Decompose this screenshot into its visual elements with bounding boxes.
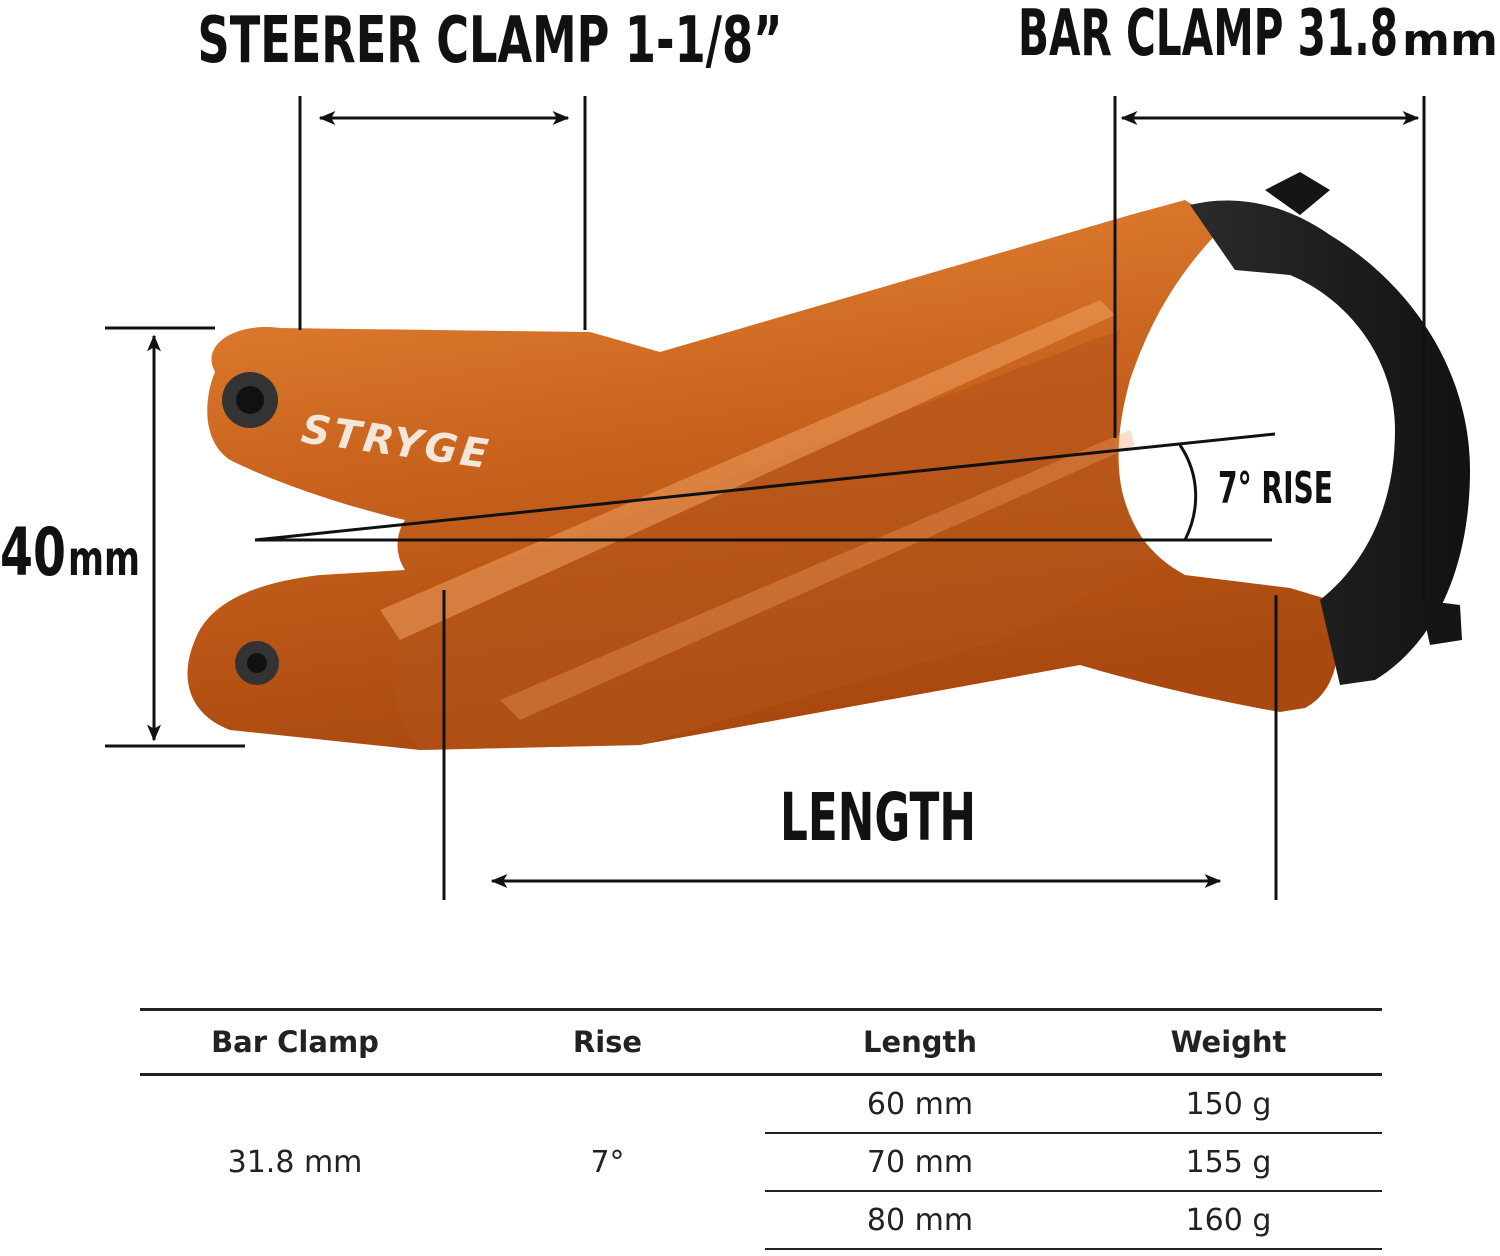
bar-clamp-unit: mm [1402,15,1498,66]
header-weight: Weight [1075,1008,1382,1076]
length-label: LENGTH [780,779,976,856]
steerer-clamp-label: STEERER CLAMP 1-1/8” [198,4,783,78]
rise-cell: 7° [590,1145,625,1180]
steerer-clamp-dimension: STEERER CLAMP 1-1/8” [198,4,783,330]
rise-label: 7° RISE [1218,463,1333,514]
header-bar-clamp: Bar Clamp [140,1008,450,1076]
header-rise: Rise [450,1008,765,1076]
stack-height-dimension: 40 mm [0,326,245,748]
header-length: Length [765,1008,1075,1076]
bar-clamp-dimension: BAR CLAMP 31.8 mm [1018,0,1498,600]
table-row: 31.8 mm 7° 60 mm 150 g [140,1074,1382,1180]
length-cell: 80 mm [765,1191,1075,1250]
stem-dimension-diagram: STRYGE STEERER CLAMP 1-1/8” BAR CLAMP 31… [0,0,1498,900]
bar-clamp-label: BAR CLAMP 31.8 [1018,0,1398,71]
length-cell: 60 mm [765,1074,1075,1134]
length-dimension: LENGTH [442,590,1278,900]
rise-angle-indicator: 7° RISE [254,432,1333,542]
table-row: 70 mm 155 g [140,1133,1382,1192]
stack-height-unit: mm [68,531,140,587]
table-row: 80 mm 160 g [140,1191,1382,1250]
weight-cell: 160 g [1075,1191,1382,1250]
spec-table-header: Bar Clamp Rise Length Weight [140,1008,1382,1076]
weight-cell: 150 g [1075,1074,1382,1134]
bar-clamp-cell: 31.8 mm [227,1145,363,1180]
stack-height-value: 40 [0,514,66,591]
stem-body: STRYGE [187,200,1338,750]
weight-cell: 155 g [1075,1133,1382,1192]
length-cell: 70 mm [765,1133,1075,1192]
faceplate [1190,172,1470,686]
spec-table: Bar Clamp Rise Length Weight 31.8 mm 7° … [140,1008,1382,1250]
